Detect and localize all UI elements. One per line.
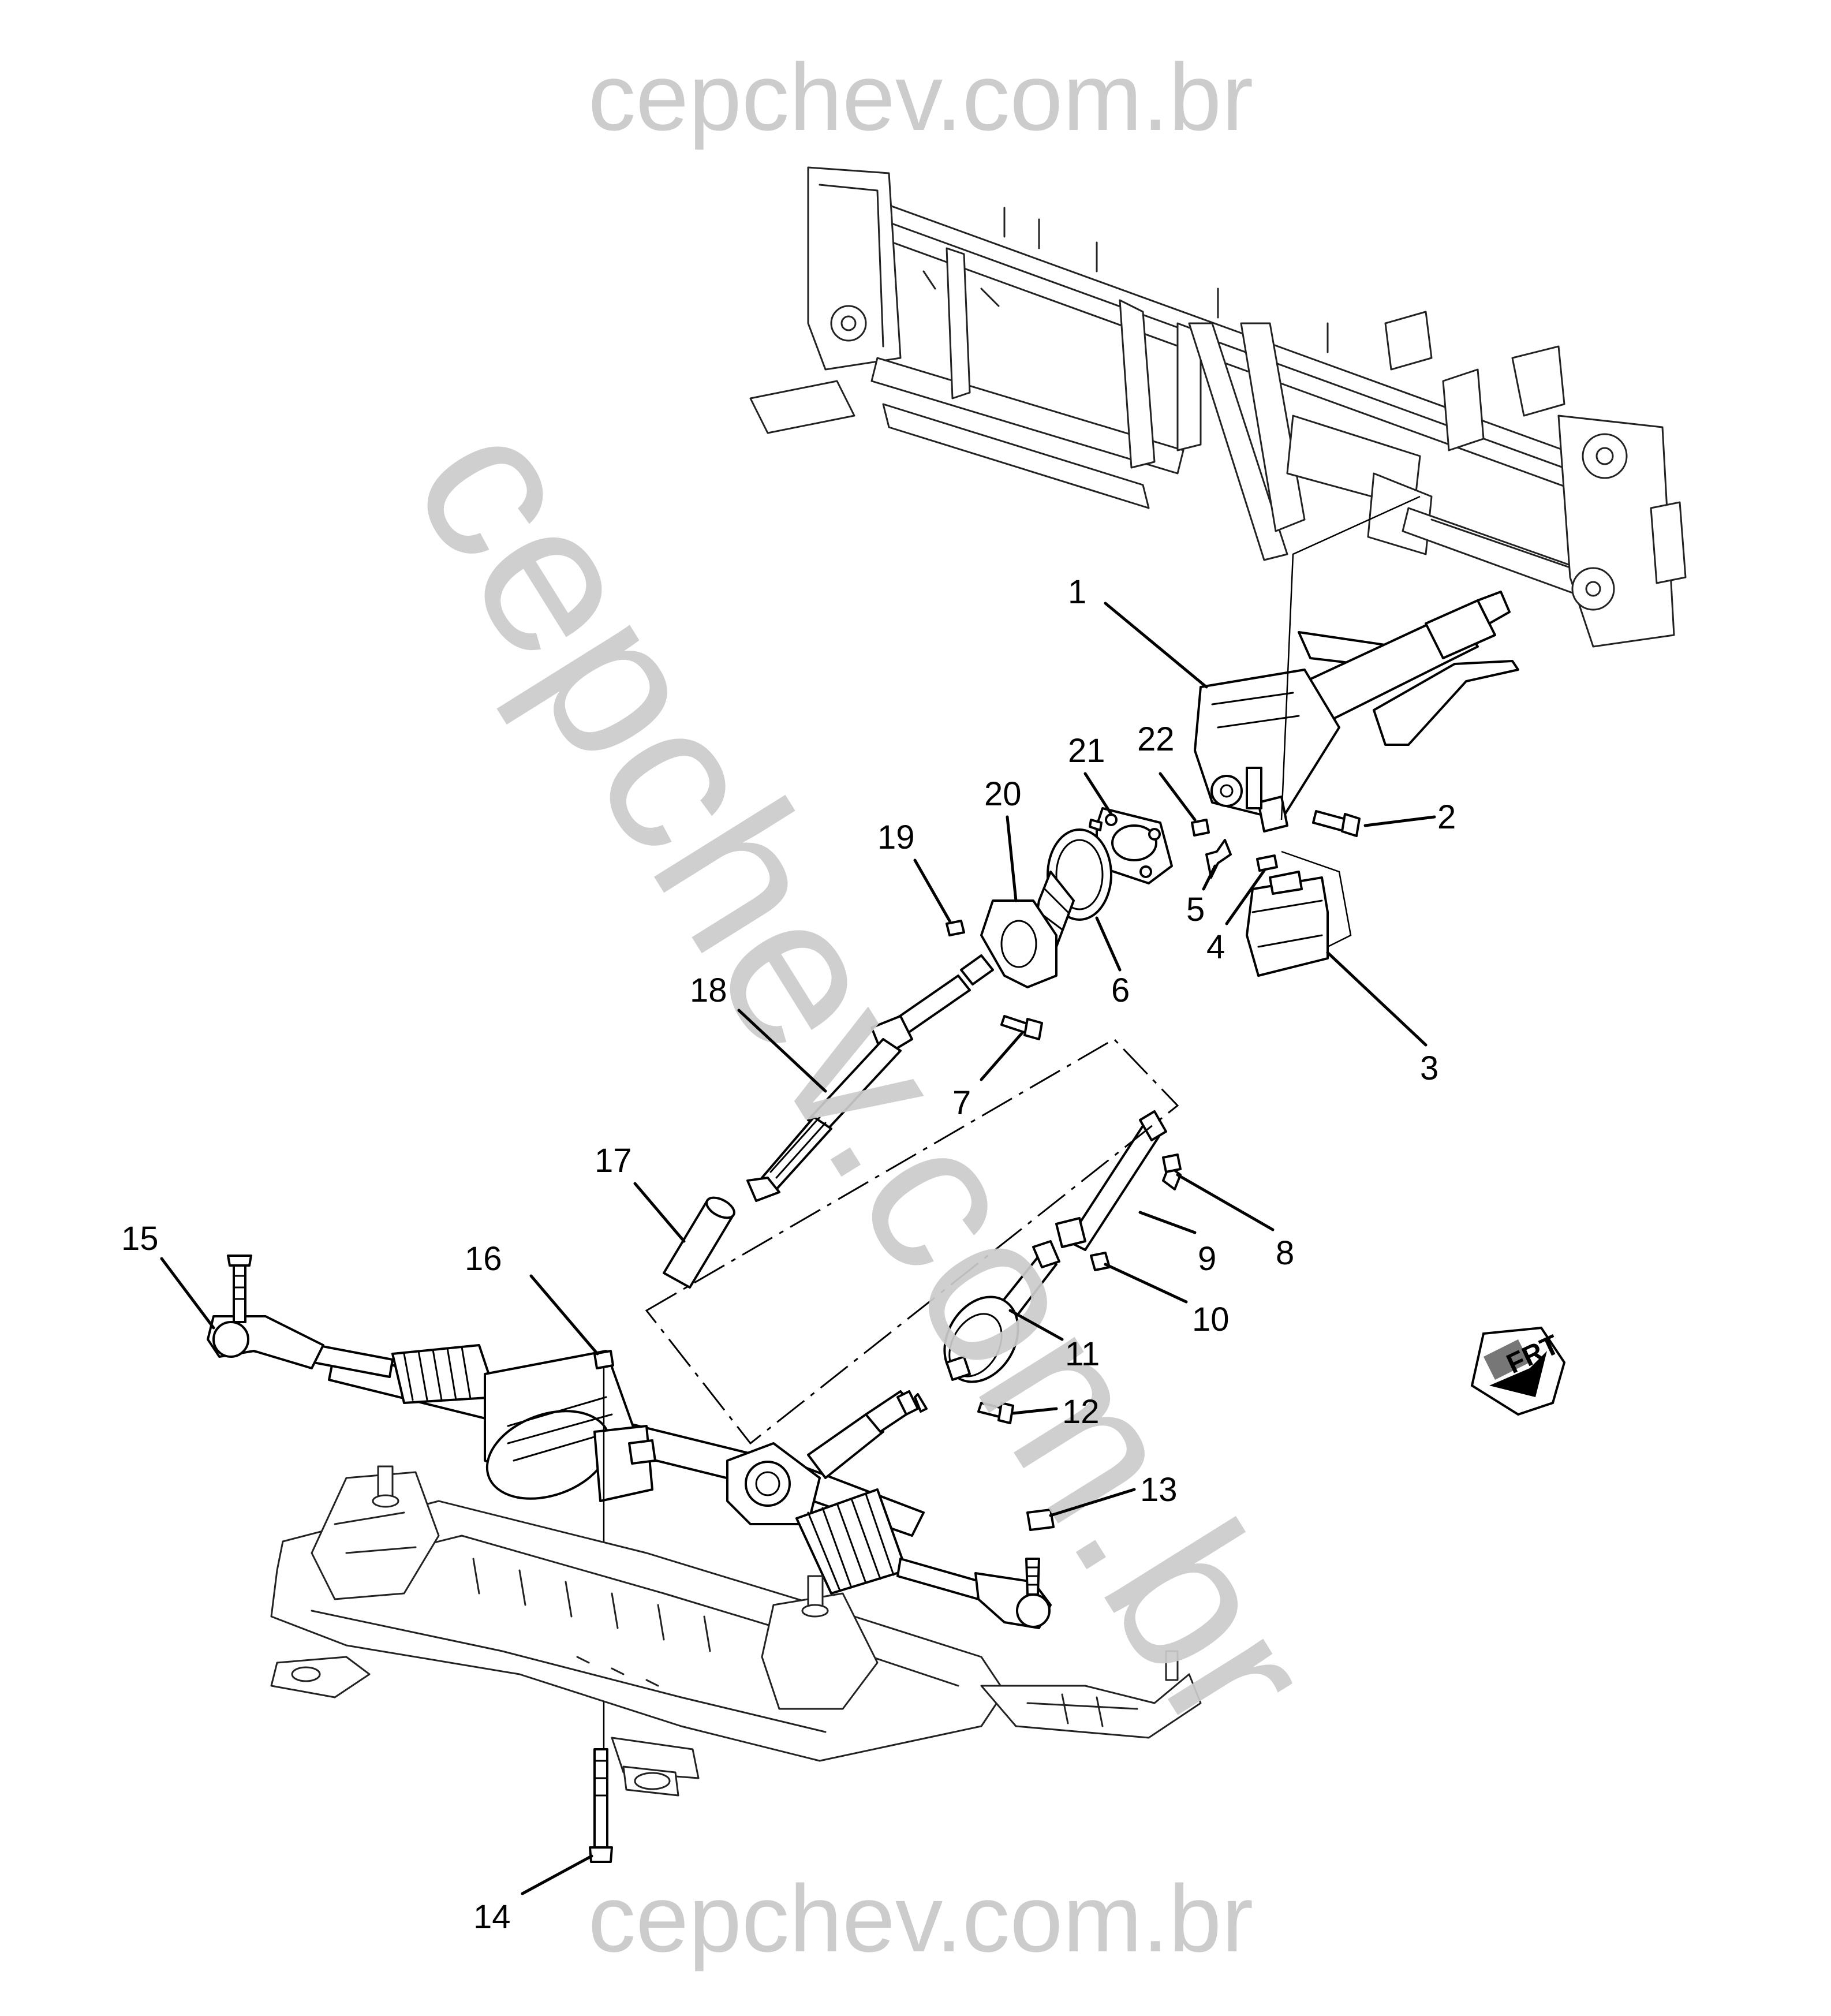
nut-16 [593,1350,614,1369]
bolt-5 [1205,839,1232,879]
shaft-sleeve [663,1196,735,1289]
assembly-reference-line [645,1038,1179,1445]
front-subframe [270,1465,1202,1797]
callout-21: 21 [1068,732,1105,770]
callout-4: 4 [1206,928,1225,966]
callout-3: 3 [1420,1050,1438,1087]
callout-18: 18 [690,972,727,1009]
nut-4 [1256,854,1278,872]
leader-lines [160,602,1436,1895]
callout-1: 1 [1068,573,1086,611]
callout-10: 10 [1192,1301,1230,1338]
nut-22 [1191,819,1210,837]
bolt-2 [1312,810,1361,837]
callout-numbers: 1 2 3 4 5 6 7 8 9 10 11 12 13 14 15 16 1… [121,573,1456,1936]
watermark-top: cepchev.com.br [588,44,1253,150]
steering-column [1194,495,1519,832]
intermediate-shaft [746,954,994,1202]
callout-20: 20 [984,775,1022,813]
callout-12: 12 [1062,1393,1100,1431]
bolt-7 [1000,1015,1043,1040]
bolt-8 [1162,1153,1182,1190]
callout-14: 14 [473,1898,511,1936]
callout-13: 13 [1140,1471,1178,1509]
callout-6: 6 [1111,972,1130,1009]
bolt-14 [589,1748,613,1863]
nut-19 [946,920,965,936]
dash-gasket [980,899,1058,988]
callout-7: 7 [952,1084,971,1122]
bolt-12 [977,1402,1014,1424]
callout-17: 17 [595,1142,632,1179]
watermark-bottom: cepchev.com.br [588,1865,1253,1972]
callout-2: 2 [1437,798,1456,836]
column-control-module [1246,850,1352,977]
callout-9: 9 [1198,1240,1216,1278]
callout-16: 16 [465,1240,502,1278]
cross-car-beam [749,166,1687,648]
nut-13 [1026,1509,1055,1531]
lower-intermediate-shaft [1055,1110,1167,1251]
callout-5: 5 [1186,891,1205,928]
steering-gear-coupling [943,1240,1060,1383]
steering-gear [207,1255,1052,1629]
callout-11: 11 [1065,1335,1100,1373]
callout-15: 15 [121,1220,159,1257]
front-direction-arrow: FRT [1470,1326,1566,1416]
callout-8: 8 [1276,1234,1294,1272]
callout-19: 19 [877,819,915,856]
callout-22: 22 [1137,720,1175,758]
seal-retainer [1089,807,1173,884]
